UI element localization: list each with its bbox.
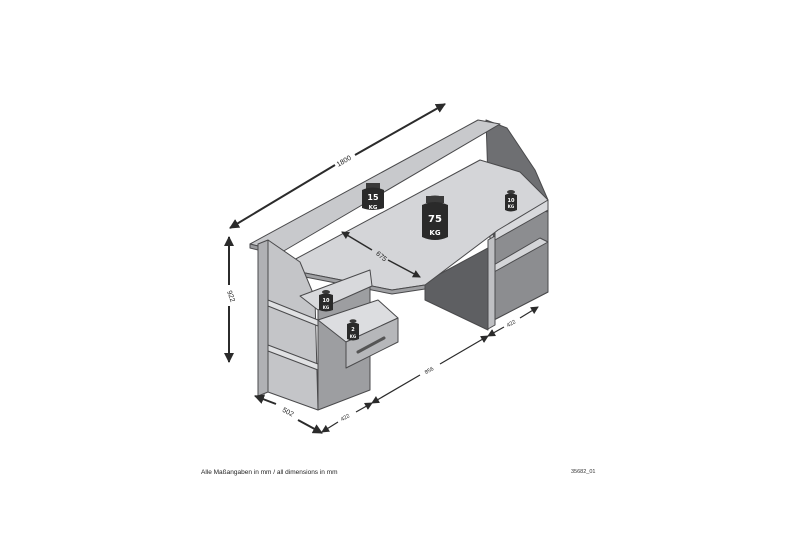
svg-text:10: 10 (323, 298, 330, 304)
svg-text:KG: KG (508, 204, 514, 209)
left-module-front (267, 239, 319, 411)
units-note: Alle Maßangaben in mm / all dimensions i… (201, 469, 338, 476)
right-module-side (487, 235, 496, 330)
dimension-right-module: 422 (487, 306, 539, 337)
dimension-label-422-left: 422 (340, 413, 351, 423)
left-module-top-shelf (299, 269, 373, 311)
product-code: 35682_01 (571, 469, 596, 475)
weight-2kg-drawer: 2 KG (347, 319, 359, 341)
left-side-panel (257, 239, 269, 397)
svg-text:KG: KG (350, 334, 356, 339)
dimension-middle-span: 856 (371, 335, 489, 404)
dimension-label-922: 922 (225, 290, 236, 303)
dimension-label-1800: 1800 (336, 155, 353, 169)
dimension-label-502: 502 (281, 407, 295, 419)
weight-10kg-right: 10 KG (505, 190, 517, 212)
svg-text:KG: KG (369, 205, 378, 211)
weight-15kg: 15 KG (362, 183, 384, 211)
svg-text:10: 10 (508, 198, 515, 204)
dimension-height: 922 (224, 236, 236, 363)
svg-text:KG: KG (323, 305, 329, 310)
drawer-handle (356, 336, 386, 354)
svg-text:KG: KG (429, 229, 440, 237)
dimension-depth: 502 (254, 394, 323, 434)
dimension-label-856: 856 (424, 366, 435, 376)
weight-75kg: 75 KG (422, 195, 448, 240)
svg-text:75: 75 (428, 214, 442, 225)
weight-10kg-left: 10 KG (319, 290, 333, 312)
dimension-left-module: 422 (321, 402, 373, 433)
svg-text:15: 15 (367, 193, 379, 202)
dimension-label-422-right: 422 (506, 319, 517, 329)
svg-text:2: 2 (351, 327, 355, 333)
weight-body (422, 202, 448, 240)
